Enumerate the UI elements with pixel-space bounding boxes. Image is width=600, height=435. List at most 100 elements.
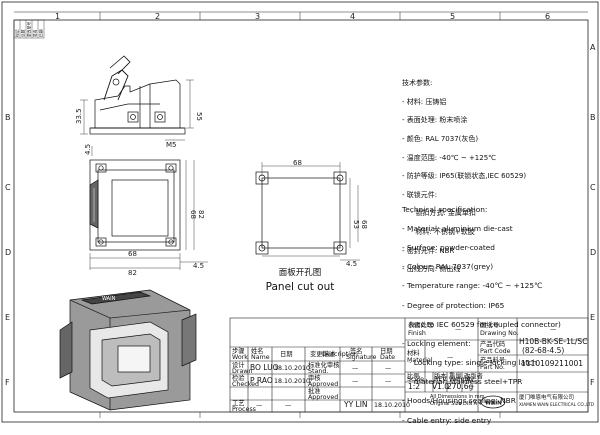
row-name: — [256,402,263,409]
panel-cutout-title-cn: 面板开孔图 [278,268,322,278]
company-logo: WAIN [480,395,506,409]
panel-cutout-drawing [255,162,360,261]
col-name-en: Name [251,354,270,361]
revision-label: 处数 [21,29,26,37]
tech-spec-line: - Temperature range: -40℃ ~ +125℃ [402,281,543,291]
zone-number: 2 [155,12,160,21]
part-code-value-1: H10B-BK-SE-1L/SC [519,337,588,346]
tech-spec-line: - Cable entry: side entry [402,415,492,425]
tech-param-line: - 联锁元件: [402,190,438,199]
company-name-cn: 厦门唯恩电气有限公司 [519,395,575,401]
finish-label-cn: 表面处理 [408,322,434,329]
col-sign-en: Signature [346,354,377,361]
tech-spec-line: - Degree of protection: IP65 [402,300,505,310]
material-value: — [447,354,454,361]
zone-letters-right: A B C D E F B C D E F [5,43,596,387]
col-desc-en: Description [322,351,358,358]
tech-spec-line: - Colour: RAL 7037(grey) [402,262,494,272]
company-name-en: XIAMEN WAIN ELECTRICAL CO.,LTD [519,403,595,408]
tech-param-line: - 密封元件: NBR [402,246,455,255]
row-role-cn: 批准 [308,388,321,395]
zone-ruler-top [14,11,588,418]
dimension-label: 68 [293,159,302,167]
material-label-en: Material [407,357,433,364]
zone-letter: C [5,183,11,192]
row-step-en: Process [232,406,256,413]
part-code-label-cn: 产品代码 [480,341,506,348]
title-block-grid [229,317,589,413]
dimension-label: 68 [128,250,137,258]
rev-label-cn: 版本 [434,373,447,380]
dimension-label: 4.5 [346,260,357,268]
col-date2-cn: 日期 [380,348,393,355]
panel-cutout-title-en: Panel cut out [265,281,335,293]
rev-value: V1.0 [432,382,450,391]
drawing-no-label-cn: 图纸号 [480,322,499,329]
dimension-label: 55 [195,112,203,121]
dimension-label: 82 [128,269,137,277]
dimension-label: 82 [197,210,205,219]
tech-params-cn-heading: 技术参数: [402,79,433,88]
row-date: 18.10.2010 [274,378,311,385]
drawing-sheet: 1 2 3 4 5 6 A B C D E F B C D E F 标记 处数 … [1,1,599,423]
tech-param-line: - 表面处理: 粉末喷涂 [402,116,468,125]
revision-label: 标记 [15,29,20,37]
zone-letter: E [5,313,10,322]
finish-value: — [455,326,462,333]
row-sign: — [352,365,359,372]
by-value: — [468,383,475,390]
dimension-label: 53 [352,220,360,229]
row-sign: — [352,378,359,385]
col-date2-en: Date [380,354,396,361]
zone-number: 5 [450,12,455,21]
units-line-2: Original Size DIN A 4 [430,401,482,407]
zone-letter: E [590,313,595,322]
dimension-label: M5 [166,141,177,149]
row-name: P RAO [250,376,273,385]
tech-spec-en-heading: Technical specification: [402,204,488,214]
row-name: BO LUO [250,363,279,372]
zone-number: 3 [255,12,260,21]
col-step-en: Work [232,354,248,361]
weight-label-cn: 重量 [449,373,462,380]
tech-param-line: - 防护等级: IP65(联锁状态,IEC 60529) [402,172,527,181]
col-step-cn: 步骤 [232,348,245,355]
dimension-label: 68 [360,220,368,229]
tech-params-cn: 技术参数: - 材料: 压铸铝 - 表面处理: 粉末喷涂 - 颜色: RAL 7… [402,70,526,284]
housing-brand-mark: WAIN [102,296,116,302]
row-step-cn: 设计 [232,362,245,369]
tech-spec-line: · material: stainless steel+TPR [402,377,523,387]
side-view-dimensions: 55 33.5 M5 4.5 [75,108,203,155]
revision-labels: 标记 处数 更改单号 签名 日期 [15,22,44,37]
row-role-en: Approved [308,381,339,388]
revision-label: 更改单号 [27,22,32,37]
side-view-drawing [80,55,194,156]
row-step-cn: 工艺 [232,400,245,407]
tech-param-line: - 温度范围: -40℃ ~ +125℃ [402,153,497,162]
panel-cutout-dimensions: 68 53 68 4.5 [293,159,368,268]
zone-letter: F [5,378,10,387]
revision-label: 日期 [39,29,44,37]
outer-frame [1,1,599,423]
front-view-drawing [89,159,208,270]
row-role-cn: 标准化审核 [308,362,340,369]
front-view-dimensions: 68 68 82 82 4.5 [128,210,205,277]
row-date: — [285,402,292,409]
tech-param-line: · 锁扣方式: 金属单扣 [402,209,476,218]
zone-letter: A [590,43,596,52]
material-label-cn: 材料 [407,350,420,357]
part-no-value: 1110109211001 [521,359,584,368]
zone-numbers-top: 1 2 3 4 5 6 [55,12,550,21]
col-name-cn: 姓名 [251,348,264,355]
logo-text: WAIN [485,401,502,407]
zone-letter: F [590,378,595,387]
row-sign-date: 18.10.2010 [374,402,411,409]
scale-label-en: Scale [407,376,424,383]
finish-label-en: Finish [408,330,426,337]
row-step-en: Drawn [232,368,253,375]
revision-strip [13,19,45,39]
tech-param-line: - 出线方向: 侧出线 [402,265,461,274]
zone-number: 1 [55,12,60,21]
isometric-view-drawing: WAIN [59,289,197,411]
row-role-en: Approved [308,394,339,401]
